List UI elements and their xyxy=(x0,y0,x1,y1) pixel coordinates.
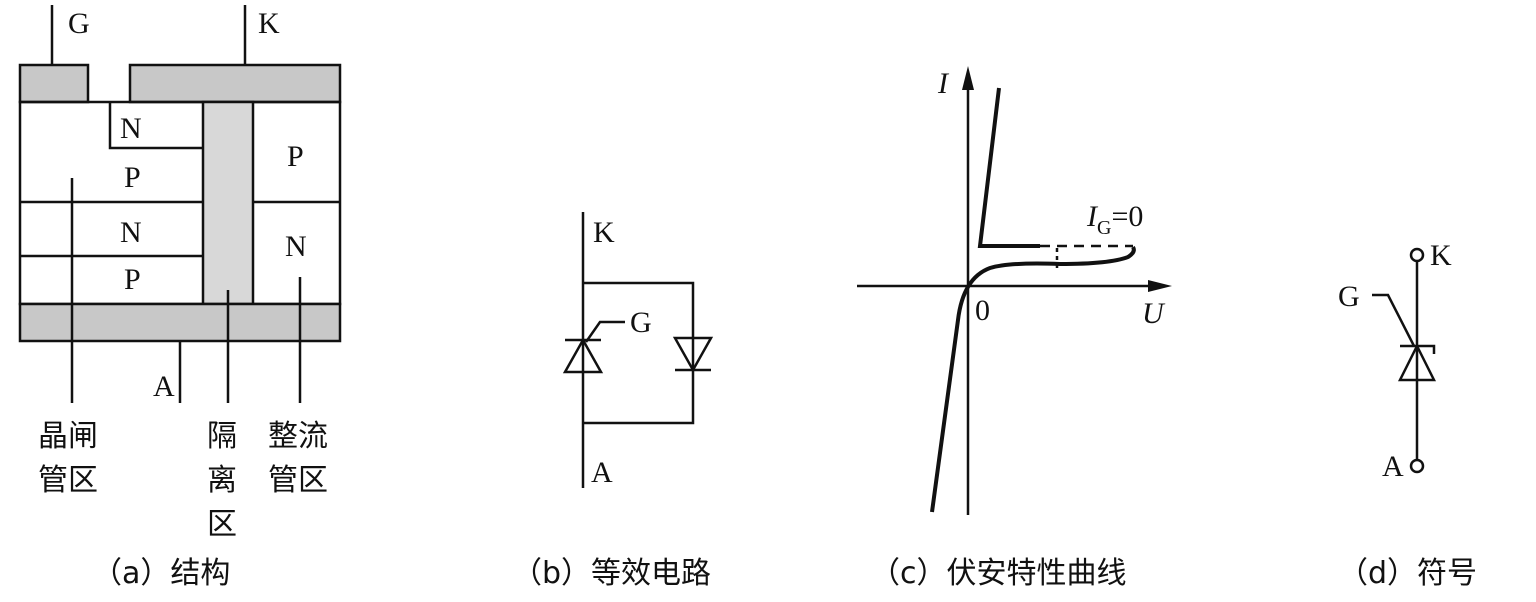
thyristor-triangle xyxy=(562,337,604,374)
rectifier-n-label: N xyxy=(285,230,307,263)
voltage-axis-label: U xyxy=(1142,297,1166,330)
equivalent-k-label: K xyxy=(593,216,615,249)
gate-current-subscript: G xyxy=(1097,217,1111,239)
layer-n2-label: N xyxy=(120,216,142,249)
iv-curve-on-state xyxy=(977,87,1040,248)
iv-characteristic-diagram: I U 0 IG=0 （c）伏安特性曲线 xyxy=(857,66,1172,591)
voltage-axis-arrow xyxy=(1148,280,1172,292)
symbol-gate-lead xyxy=(1372,293,1416,347)
equivalent-a-label: A xyxy=(591,456,613,489)
gate-current-value: =0 xyxy=(1111,200,1143,233)
gate-terminal-label: G xyxy=(68,7,90,40)
anode-metal-contact xyxy=(18,302,342,343)
current-axis-arrow xyxy=(962,66,974,90)
isolation-region-label-line2: 离 xyxy=(207,463,237,498)
rectifier-p-label: P xyxy=(287,140,304,173)
caption-symbol: （d）符号 xyxy=(1338,556,1477,591)
cathode-terminal-dot xyxy=(1409,247,1425,263)
rectifier-region-label-line2: 管区 xyxy=(268,463,328,498)
cathode-metal-contact xyxy=(128,63,342,104)
iv-curve-main xyxy=(930,245,1136,513)
structure-diagram: G K N P N P P N A 晶闸 管区 隔 离 xyxy=(18,5,342,591)
equivalent-circuit-diagram: K A G （b）等效电路 xyxy=(512,212,714,591)
anode-terminal-label: A xyxy=(153,370,175,403)
caption-iv-curve: （c）伏安特性曲线 xyxy=(870,556,1127,591)
parallel-branch-wire xyxy=(583,281,695,425)
n-cathode-pocket xyxy=(108,102,203,150)
anode-terminal-dot xyxy=(1409,458,1425,474)
thyristor-region-label-line1: 晶闸 xyxy=(38,419,98,454)
layer-p2-label: P xyxy=(124,263,141,296)
gate-metal-contact xyxy=(18,63,90,104)
symbol-diagram: K A G （d）符号 xyxy=(1338,239,1477,591)
symbol-g-label: G xyxy=(1338,280,1360,313)
symbol-k-label: K xyxy=(1430,239,1452,272)
symbol-cathode-bar xyxy=(1400,344,1436,354)
thyristor-gate-lead xyxy=(584,320,625,343)
current-axis-label: I xyxy=(937,67,950,100)
gate-current-symbol: I xyxy=(1086,200,1099,233)
cathode-terminal-label: K xyxy=(258,7,280,40)
gate-current-label: IG=0 xyxy=(1086,200,1143,239)
isolation-region-label-line3: 区 xyxy=(207,507,237,542)
symbol-a-label: A xyxy=(1382,450,1404,483)
layer-p1-label: P xyxy=(124,161,141,194)
caption-equivalent-circuit: （b）等效电路 xyxy=(512,556,711,591)
equivalent-g-label: G xyxy=(630,306,652,339)
rectifier-region-label-line1: 整流 xyxy=(268,419,328,454)
isolation-region-label-line1: 隔 xyxy=(207,419,237,454)
rectifier-diode-triangle xyxy=(672,336,714,373)
symbol-triangle xyxy=(1397,343,1437,382)
layer-n1-label: N xyxy=(120,112,142,145)
origin-label: 0 xyxy=(975,294,990,327)
thyristor-region-label-line2: 管区 xyxy=(38,463,98,498)
caption-structure: （a）结构 xyxy=(92,556,230,591)
isolation-region xyxy=(201,100,255,306)
